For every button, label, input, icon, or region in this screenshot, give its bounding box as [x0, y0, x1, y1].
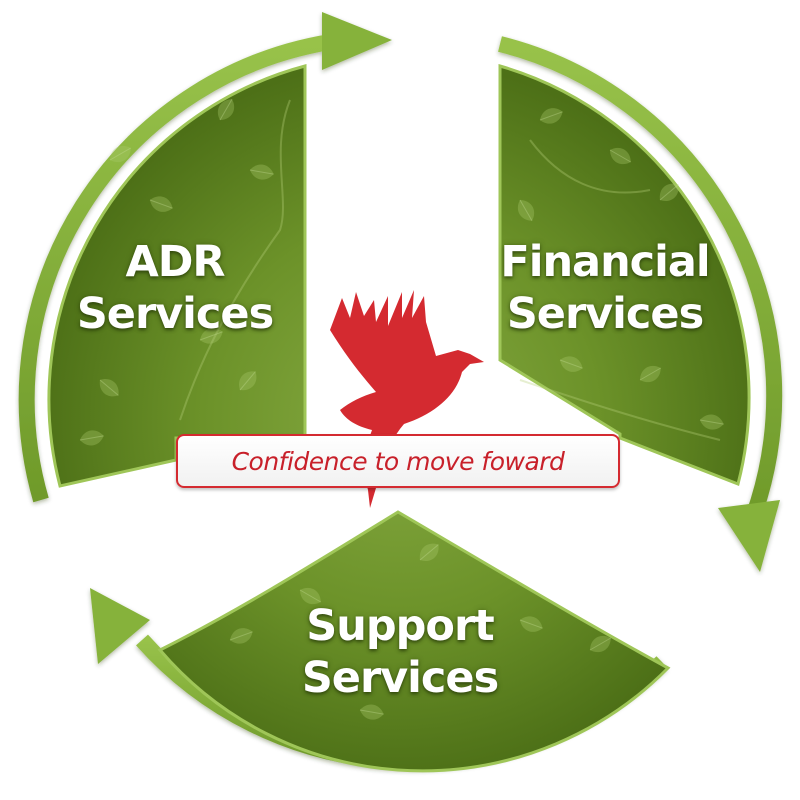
tagline-box: Confidence to move foward — [176, 434, 620, 488]
segment-financial — [498, 64, 751, 487]
adr-line2: Services — [76, 289, 274, 339]
financial-line2: Services — [506, 289, 704, 339]
support-line2: Services — [301, 653, 499, 703]
financial-line1: Financial — [500, 237, 710, 287]
segment-label-support: Support Services — [290, 600, 510, 704]
tagline: Confidence to move foward — [231, 446, 565, 476]
segment-support — [157, 510, 671, 773]
segment-adr — [47, 64, 307, 488]
segment-label-financial: Financial Services — [490, 236, 720, 340]
adr-line1: ADR — [125, 237, 225, 287]
segment-label-adr: ADR Services — [70, 236, 280, 340]
support-line1: Support — [306, 601, 494, 651]
